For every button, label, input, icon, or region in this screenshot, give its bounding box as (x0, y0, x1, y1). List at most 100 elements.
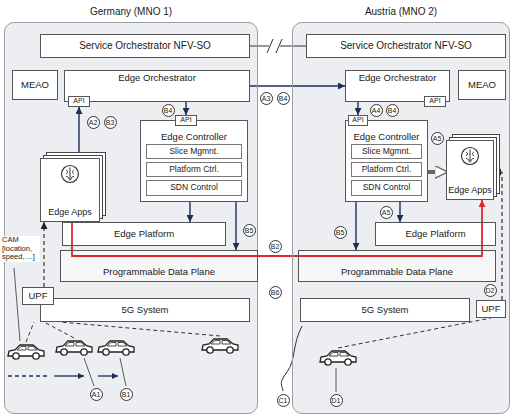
api-tab: API (348, 115, 368, 126)
component-box: MEAO (12, 70, 58, 100)
inter-mno-path (72, 200, 482, 256)
box-label: Edge Apps (448, 185, 492, 195)
orchestrator-box: Service Orchestrator NFV-SO (306, 34, 506, 58)
box-label: 5G System (362, 305, 409, 316)
callout-number: A5 (380, 206, 393, 219)
region-ground (4, 22, 258, 414)
component-box: Edge Platform (62, 222, 226, 246)
box-label: SDN Control (170, 183, 218, 193)
box-label: API (352, 116, 363, 124)
function-box: Platform Ctrl. (351, 162, 422, 177)
box-label: SDN Control (363, 183, 411, 193)
box-label: Platform Ctrl. (169, 165, 219, 175)
box-label: Programmable Data Plane (341, 267, 453, 278)
break-mark (276, 39, 282, 53)
box-label: MEAO (468, 80, 496, 91)
box-label: API (429, 97, 440, 105)
box-label: Edge Platform (405, 229, 465, 240)
box-label: Platform Ctrl. (362, 165, 412, 175)
callout-number: C1 (277, 394, 290, 407)
component-box: Edge OrchestratorAPI (64, 70, 250, 102)
callout-number: B4 (162, 104, 175, 117)
connector-arrow (78, 107, 79, 158)
region-heading: Austria (MNO 2) (293, 6, 509, 18)
connector-arrow (185, 102, 186, 115)
callout-number: B1 (120, 388, 133, 401)
callout-number: D1 (330, 394, 343, 407)
car (98, 341, 134, 355)
box-label: UPF (482, 304, 501, 315)
callout-number: A3 (260, 92, 273, 105)
region-heading: Germany (MNO 1) (5, 6, 257, 18)
edge-app-stack: Edge Apps (40, 158, 100, 222)
box-label: Slice Mgmnt. (362, 147, 411, 157)
function-box: SDN Control (146, 180, 242, 196)
box-label: API (73, 97, 84, 105)
function-box: Platform Ctrl. (146, 162, 242, 177)
box-label: MEAO (21, 80, 49, 91)
function-box: SDN Control (351, 180, 422, 196)
function-box: Slice Mgmnt. (351, 144, 422, 159)
data-plane-band: Programmable Data Plane (298, 250, 496, 282)
region-ground (292, 22, 510, 414)
box-label: Programmable Data Plane (103, 267, 215, 278)
motion-arrow (98, 375, 118, 376)
box-label: Edge Orchestrator (359, 73, 437, 84)
component-box: MEAO (458, 70, 506, 100)
callout-number: B4 (386, 104, 399, 117)
car (56, 341, 92, 355)
component-box: 5G System (40, 298, 250, 322)
callout-number: B3 (104, 116, 117, 129)
callout-number: A4 (370, 104, 383, 117)
connector-arrow (189, 202, 190, 222)
edge-app-stack: Edge Apps (446, 140, 494, 200)
box-ground (298, 250, 496, 282)
callout-number: B2 (269, 240, 282, 253)
leader-line (14, 268, 336, 392)
box-label: Slice Mgmnt. (169, 147, 218, 157)
callout-number: D2 (484, 284, 497, 297)
orchestrator-box: Service Orchestrator NFV-SO (40, 34, 250, 58)
box-ground (375, 222, 496, 246)
component-box: Edge OrchestratorAPI (345, 70, 450, 102)
connector-arrow (235, 196, 236, 250)
callout-number: A1 (90, 388, 103, 401)
box-label: UPF (29, 291, 48, 302)
data-plane-band: Programmable Data Plane (60, 250, 258, 282)
car (202, 339, 238, 353)
callout-number: B5 (243, 224, 256, 237)
callout-number: A2 (87, 116, 100, 129)
api-tab: API (424, 96, 446, 107)
connector-arrow (43, 222, 44, 287)
motion-line (8, 375, 50, 376)
motion-arrow (54, 375, 84, 376)
box-label: Edge Apps (48, 207, 92, 217)
box-label: Service Orchestrator NFV-SO (340, 40, 472, 52)
box-label: 5G System (122, 305, 169, 316)
connector-arrow (357, 102, 358, 115)
car (8, 345, 44, 359)
box-label: Edge Controller (353, 132, 419, 143)
component-box: UPF (476, 300, 506, 318)
break-gap (269, 39, 280, 53)
api-tab: API (175, 115, 197, 126)
component-box: 5G System (300, 298, 470, 322)
country-region: Germany (MNO 1)Service Orchestrator NFV-… (4, 22, 258, 414)
api-tab: API (68, 96, 90, 107)
callout-number: B4 (277, 92, 290, 105)
car (320, 351, 356, 365)
connector-arrow (355, 196, 356, 250)
box-ground (62, 222, 226, 246)
radio-link (26, 318, 491, 348)
connector-arrow (428, 170, 446, 174)
box-label: Edge Controller (161, 132, 227, 143)
callout-number: B6 (269, 286, 282, 299)
country-region: Austria (MNO 2)Service Orchestrator NFV-… (292, 22, 510, 414)
connector-arrow (399, 202, 400, 222)
component-box: Edge Platform (375, 222, 496, 246)
box-label: API (180, 116, 191, 124)
component-box: UPF (22, 287, 54, 305)
callout-number: B5 (334, 226, 347, 239)
function-box: Slice Mgmnt. (146, 144, 242, 159)
note-label: CAM [location, speed, ...] (2, 236, 40, 262)
